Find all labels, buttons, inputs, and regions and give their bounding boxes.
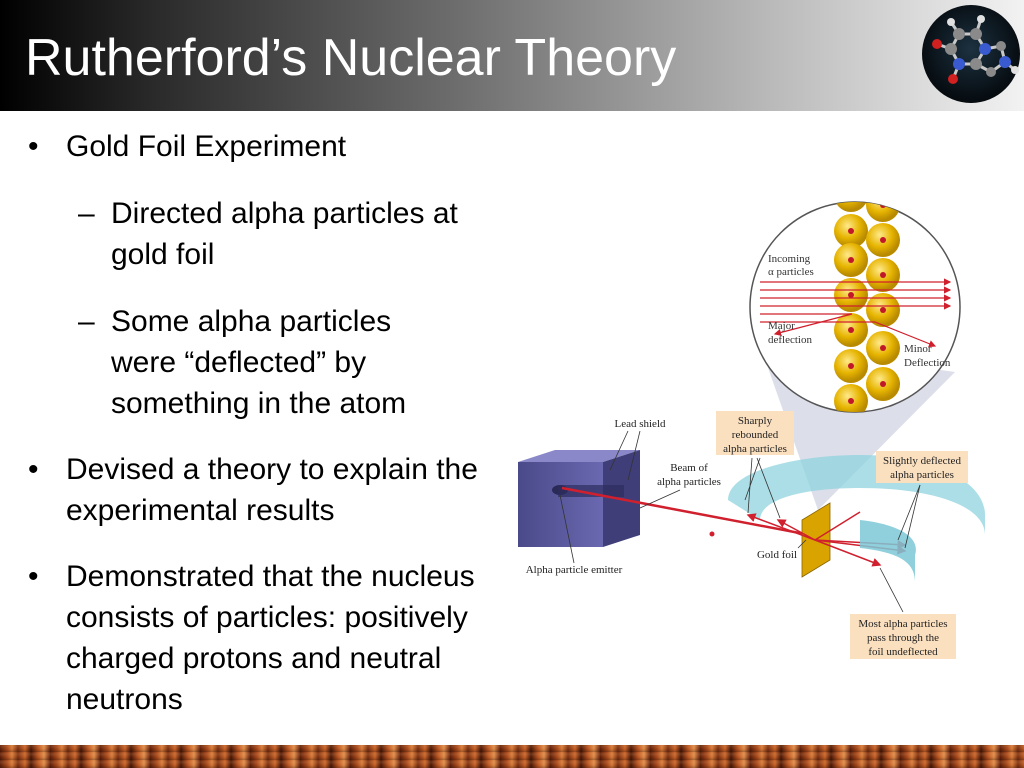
- alpha-particles-label: α particles: [768, 266, 814, 278]
- bullet-text: Gold Foil Experiment: [66, 130, 347, 163]
- sharply-alpha-label: alpha particles: [723, 443, 787, 455]
- emitter-label: Alpha particle emitter: [526, 564, 623, 576]
- gold-foil-label: Gold foil: [757, 549, 797, 561]
- beam-of-label: Beam of: [670, 462, 708, 474]
- footer-texture: [0, 745, 1024, 768]
- sub-bullet-marker: –: [78, 197, 95, 230]
- most-label-1: Most alpha particles: [858, 618, 947, 630]
- sharply-label: Sharply: [738, 415, 773, 427]
- zoom-labels: Incoming α particles Major deflection Mi…: [768, 253, 951, 369]
- footer-wood-bar: [0, 745, 1024, 768]
- zoom-beams: [760, 278, 952, 348]
- sub-bullet-marker: –: [78, 305, 95, 338]
- leader-lines: [559, 430, 921, 613]
- rebounded-label: rebounded: [732, 429, 779, 441]
- zoom-circle: [749, 201, 961, 413]
- bullet-item: • Devised a theory to explain the experi…: [28, 449, 478, 527]
- bullet-marker: •: [28, 130, 39, 163]
- bullet-marker: •: [28, 560, 39, 593]
- slightly-alpha-label: alpha particles: [890, 469, 954, 481]
- major-deflection-label: deflection: [768, 334, 812, 346]
- deflected-beams: [746, 511, 907, 567]
- minor-deflection-label: Deflection: [904, 357, 951, 369]
- most-callout-box: [850, 614, 956, 659]
- incoming-label: Incoming: [768, 253, 811, 265]
- alpha-beam: [561, 486, 811, 537]
- sub-bullet-text: Some alpha particles were “deflected” by…: [111, 305, 407, 420]
- figure-labels: Lead shield Sharply rebounded alpha part…: [526, 415, 962, 658]
- sharply-callout-box: [716, 411, 794, 455]
- most-label-3: foil undeflected: [868, 646, 938, 658]
- title-bar: [0, 0, 1024, 111]
- molecule-icon: [922, 5, 1020, 103]
- bullet-text: Devised a theory to explain the experime…: [66, 453, 478, 527]
- sub-bullet-text: Directed alpha particles at gold foil: [111, 197, 458, 271]
- most-label-2: pass through the: [867, 632, 939, 644]
- lead-shield-label: Lead shield: [614, 418, 666, 430]
- bullet-item: • Gold Foil Experiment: [28, 126, 346, 167]
- bullet-item: • Demonstrated that the nucleus consists…: [28, 556, 475, 716]
- bullet-marker: •: [28, 453, 39, 486]
- bullet-text: Demonstrated that the nucleus consists o…: [66, 560, 475, 716]
- beam-alpha-label: alpha particles: [657, 476, 721, 488]
- sub-bullet-item: – Directed alpha particles at gold foil: [78, 193, 458, 271]
- detector-screen-front: [860, 520, 916, 582]
- minor-label: Minor: [904, 343, 932, 355]
- sub-bullet-item: – Some alpha particles were “deflected” …: [78, 301, 406, 420]
- slightly-callout-box: [876, 451, 968, 483]
- major-label: Major: [768, 320, 795, 332]
- slide-title: Rutherford’s Nuclear Theory: [25, 29, 677, 87]
- gold-foil-diagram: Incoming α particles Major deflection Mi…: [518, 201, 985, 659]
- slightly-label: Slightly deflected: [883, 455, 961, 467]
